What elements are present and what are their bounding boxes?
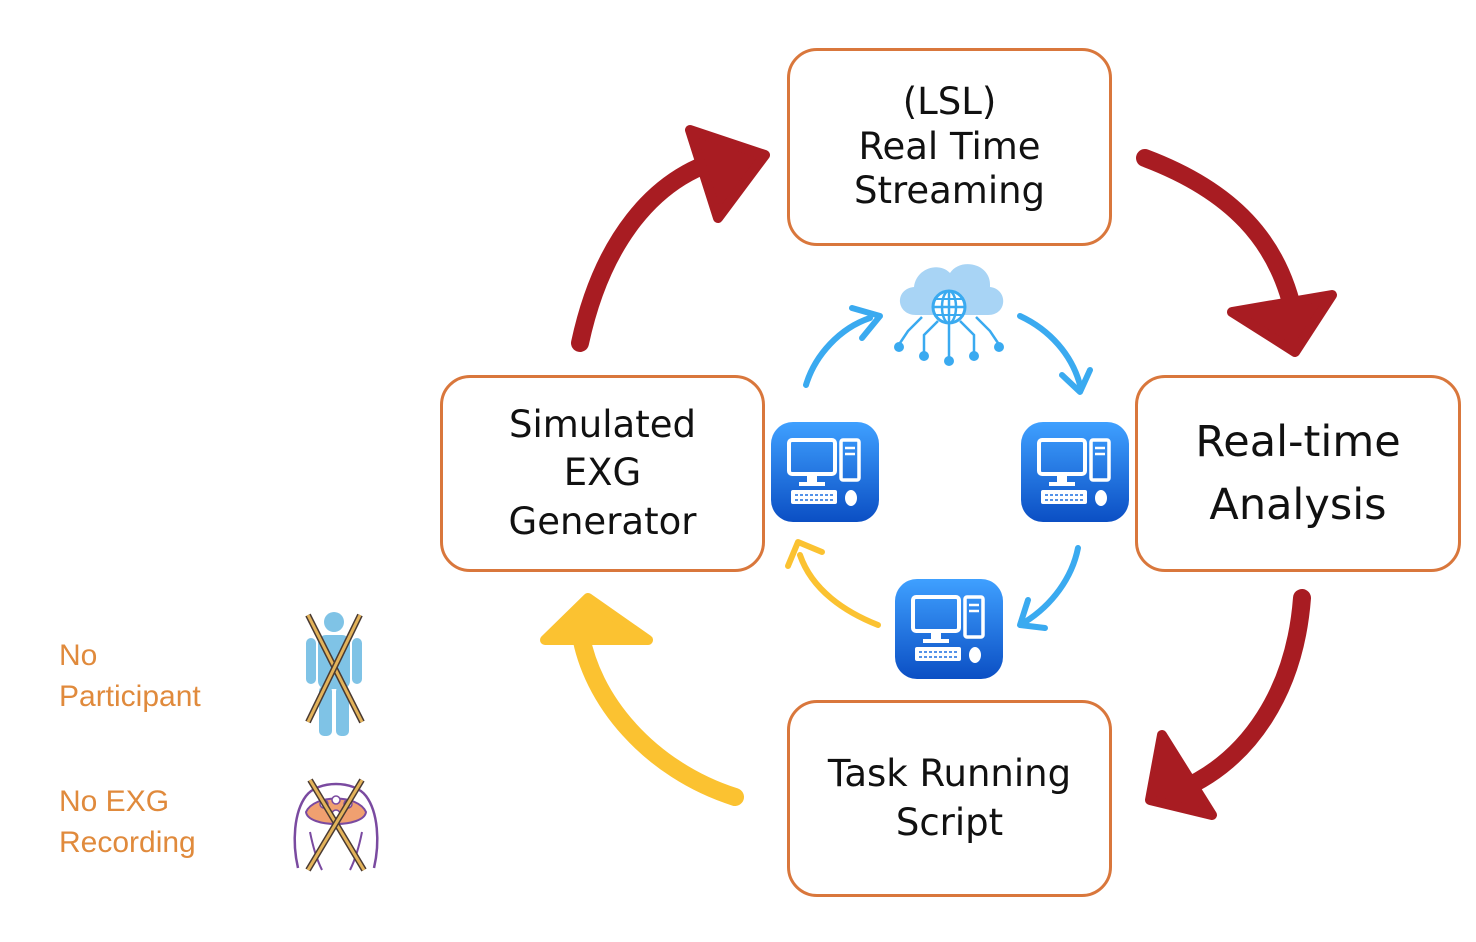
task-script-box: Task Running Script (787, 700, 1112, 897)
desktop-computer-icon (895, 579, 1003, 679)
exg-generator-label: Simulated EXG Generator (508, 403, 697, 543)
lsl-streaming-label: (LSL) Real Time Streaming (853, 80, 1046, 213)
exg-generator-box: Simulated EXG Generator (440, 375, 765, 572)
red-arrow-analysis-to-task (1145, 589, 1311, 820)
task-script-label: Task Running Script (827, 752, 1072, 844)
yellow-arrow-bottom-to-left (785, 539, 881, 628)
realtime-analysis-label: Real-time Analysis (1195, 417, 1401, 530)
no-exg-recording-label: No EXG Recording (59, 785, 196, 859)
blue-arrow-left-to-cloud (803, 305, 883, 388)
cloud-network-icon (894, 264, 1004, 366)
blue-arrow-right-to-bottom (1017, 545, 1081, 631)
red-arrow-lsl-to-analysis (1136, 149, 1337, 357)
yellow-arrow-task-to-sim (540, 593, 744, 806)
person-crossed-icon (305, 612, 365, 736)
desktop-computer-icon (771, 422, 879, 522)
lsl-streaming-box: (LSL) Real Time Streaming (787, 48, 1112, 246)
realtime-analysis-box: Real-time Analysis (1135, 375, 1461, 572)
desktop-computer-icon (1021, 422, 1129, 522)
no-participant-label: No Participant (59, 639, 201, 713)
head-cap-crossed-icon (293, 778, 379, 872)
blue-arrow-cloud-to-right (1017, 313, 1093, 395)
red-arrow-sim-to-lsl (571, 125, 770, 352)
